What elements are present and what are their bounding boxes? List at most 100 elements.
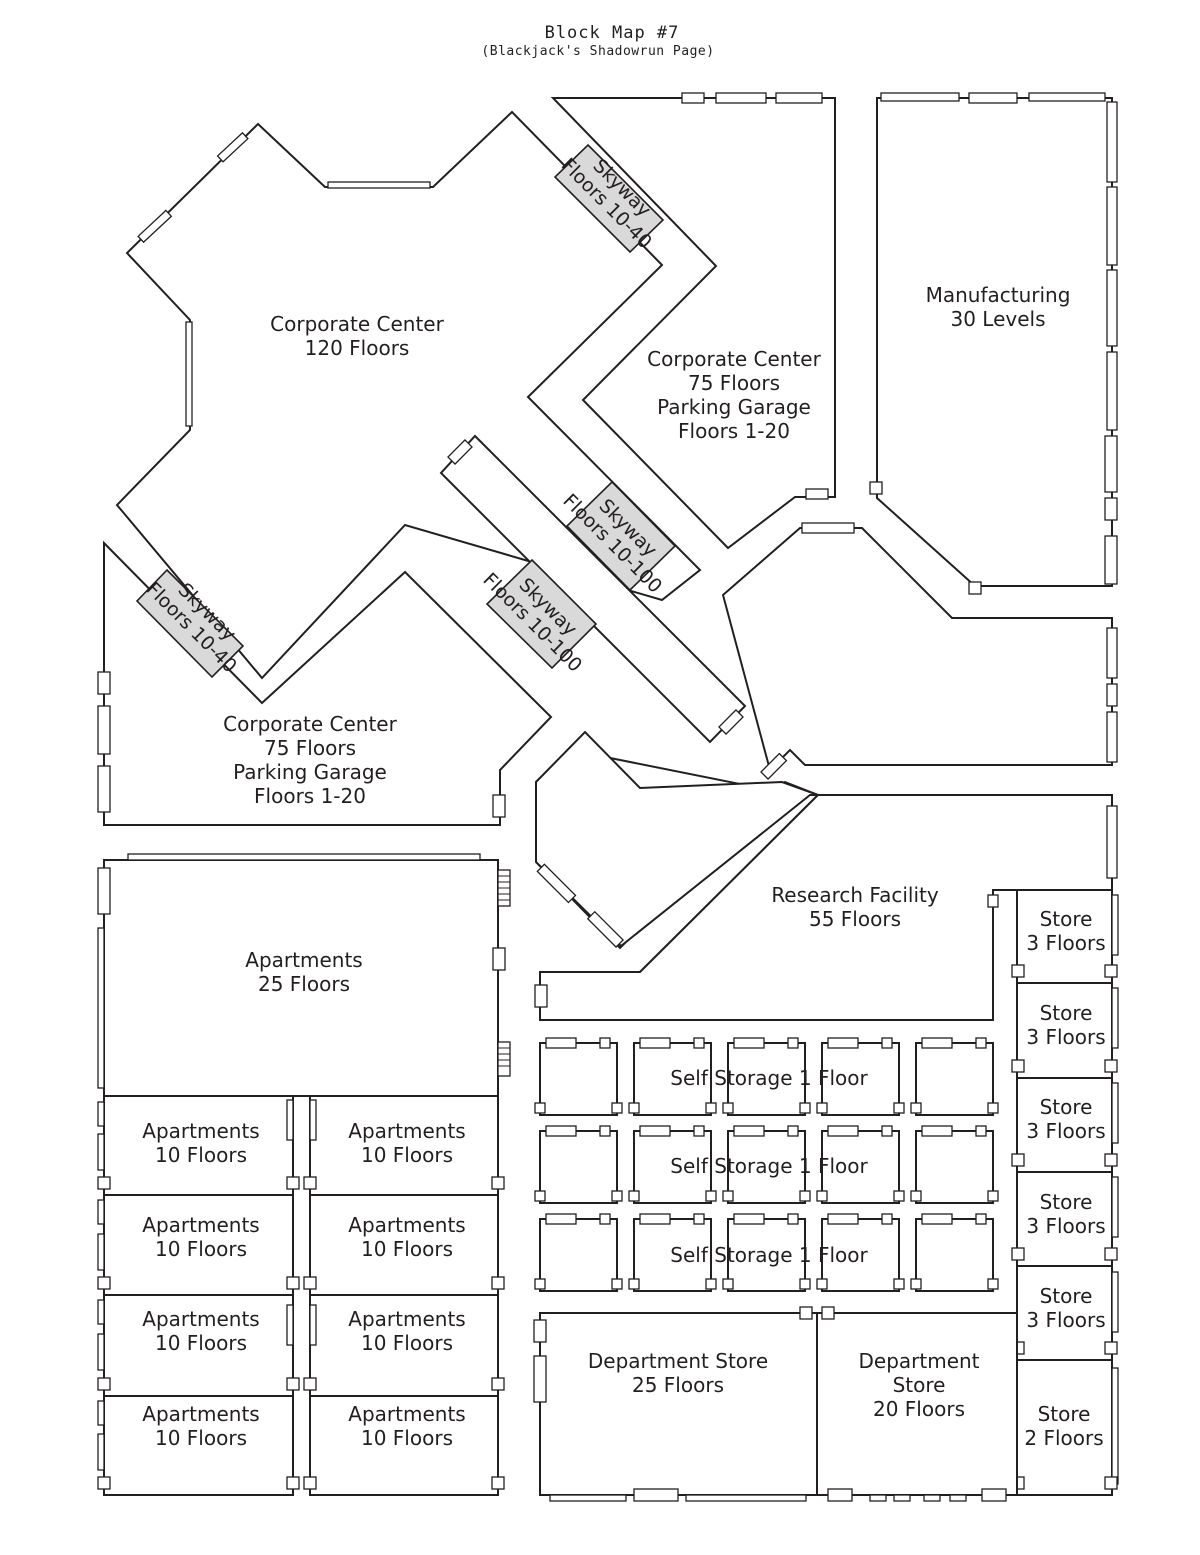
self-storage-grid: Self Storage 1 Floor Self Storage 1 Floo… [534,1037,999,1292]
storage-unit[interactable] [821,1218,900,1292]
storage-door [987,1278,999,1290]
apartment-2-name: Apartments [142,1213,259,1237]
storage-door [787,1125,799,1137]
apartment-block[interactable] [103,1395,294,1496]
storage-door [921,1213,953,1225]
building-corporate-center-sw[interactable]: Corporate Center 75 Floors Parking Garag… [97,540,553,826]
storage-door [534,1102,546,1114]
apartment-7-name: Apartments [348,1402,465,1426]
store-0-name: Store [1040,907,1093,931]
storage-unit[interactable] [727,1130,806,1204]
storage-door [799,1190,811,1202]
storage-door [545,1213,577,1225]
apartment-5-name: Apartments [348,1307,465,1331]
storage-unit[interactable] [633,1042,712,1116]
apartment-0-floors: 10 Floors [155,1143,247,1167]
storage-door [975,1213,987,1225]
store-2-name: Store [1040,1095,1093,1119]
storage-unit[interactable] [539,1130,618,1204]
storage-door [975,1125,987,1137]
storage-door [599,1037,611,1049]
corp-ne-garage: Parking Garage [657,395,811,419]
storage-door [827,1037,859,1049]
building-apartments-large[interactable]: Apartments 25 Floors [97,853,511,1097]
store-0-floors: 3 Floors [1026,931,1105,955]
store-block[interactable] [1016,1359,1113,1496]
storage-door [881,1213,893,1225]
storage-door [827,1125,859,1137]
storage-unit[interactable] [821,1042,900,1116]
manufacturing-name: Manufacturing [926,283,1071,307]
apartment-4-floors: 10 Floors [155,1331,247,1355]
storage-door [705,1190,717,1202]
store-block[interactable] [1016,889,1113,984]
storage-unit[interactable] [539,1042,618,1116]
storage-door [733,1037,765,1049]
storage-door [881,1125,893,1137]
apartment-block[interactable] [309,1395,499,1496]
storage-door [693,1213,705,1225]
building-diagonal-connector[interactable] [439,434,747,744]
store-block[interactable] [1016,1265,1113,1361]
building-department-store-east[interactable]: Department Store 20 Floors [816,1306,1018,1502]
storage-door [787,1037,799,1049]
storage-unit[interactable] [727,1218,806,1292]
apartment-block[interactable] [103,1095,294,1196]
storage-door [611,1278,623,1290]
storage-door [534,1190,546,1202]
storage-door [599,1125,611,1137]
storage-door [975,1037,987,1049]
dept-west-name: Department Store [588,1349,768,1373]
apartment-3-name: Apartments [348,1213,465,1237]
building-department-store-west[interactable]: Department Store 25 Floors [533,1306,818,1502]
apartments-large-name: Apartments [245,948,362,972]
storage-units[interactable] [534,1037,999,1292]
stair-vent [497,869,511,1077]
building-east-angled[interactable] [721,522,1118,780]
storage-door [722,1190,734,1202]
map-subtitle: (Blackjack's Shadowrun Page) [481,44,714,59]
storage-door [816,1278,828,1290]
storage-door [816,1190,828,1202]
building-manufacturing[interactable]: Manufacturing 30 Levels [869,92,1118,595]
self-storage-row-2: Self Storage 1 Floor [670,1154,868,1178]
storage-unit[interactable] [915,1130,994,1204]
dept-east-floors: 20 Floors [873,1397,965,1421]
storage-door [893,1190,905,1202]
research-name: Research Facility [771,883,939,907]
storage-unit[interactable] [633,1218,712,1292]
storage-door [628,1102,640,1114]
storage-door [545,1125,577,1137]
apartments-large-floors: 25 Floors [258,972,350,996]
storage-door [881,1037,893,1049]
storage-unit[interactable] [633,1130,712,1204]
storage-door [893,1102,905,1114]
store-3-name: Store [1040,1190,1093,1214]
storage-unit[interactable] [915,1042,994,1116]
apartments-small-grid: Apartments 10 Floors Apartments 10 Floor… [97,1095,505,1496]
store-2-floors: 3 Floors [1026,1119,1105,1143]
store-block[interactable] [1016,982,1113,1079]
apartment-block[interactable] [309,1095,499,1196]
storage-unit[interactable] [915,1218,994,1292]
storage-door [910,1278,922,1290]
storage-door [816,1102,828,1114]
storage-door [827,1213,859,1225]
stores-column: Store 3 Floors Store 3 Floors Store 3 Fl… [1011,889,1119,1496]
apartment-4-name: Apartments [142,1307,259,1331]
corp-ne-name: Corporate Center [647,347,821,371]
storage-unit[interactable] [727,1042,806,1116]
storage-unit[interactable] [821,1130,900,1204]
storage-door [534,1278,546,1290]
map-title: Block Map #7 [545,23,680,43]
apartment-block[interactable] [309,1194,499,1296]
storage-door [611,1102,623,1114]
storage-door [799,1102,811,1114]
corp-ne-floors: 75 Floors [688,371,780,395]
storage-unit[interactable] [539,1218,618,1292]
storage-door [987,1190,999,1202]
building-research-facility[interactable]: Research Facility 55 Floors [534,730,1118,1021]
building-corporate-center-ne[interactable]: Corporate Center 75 Floors Parking Garag… [550,92,836,550]
store-1-name: Store [1040,1001,1093,1025]
